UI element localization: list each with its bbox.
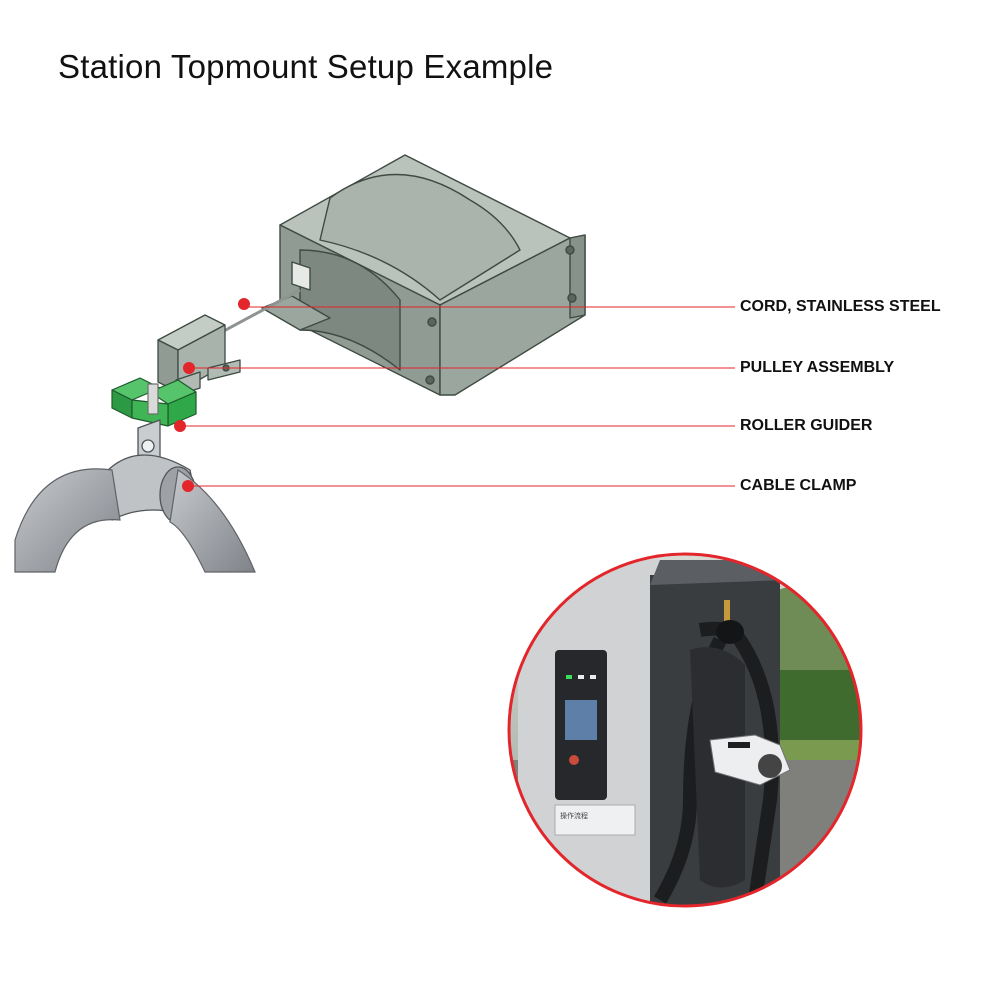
- clamp-marker-dot: [182, 480, 194, 492]
- photo-panel-text: 操作流程: [560, 811, 588, 820]
- pulley-marker-dot: [183, 362, 195, 374]
- charging-cable: [14, 468, 256, 573]
- pulley-assembly-label: PULLEY ASSEMBLY: [740, 359, 895, 376]
- roller-guider-label: ROLLER GUIDER: [740, 417, 873, 434]
- callout-leaders: [180, 306, 735, 487]
- cord-marker-dot: [238, 298, 250, 310]
- roller-guider: [111, 377, 197, 427]
- cable-clamp-label: CABLE CLAMP: [740, 477, 857, 494]
- photo-frame-ring: [507, 552, 863, 908]
- page-title: Station Topmount Setup Example: [58, 48, 554, 85]
- cable-retractor-box: [261, 154, 586, 396]
- station-photo: [509, 554, 861, 906]
- roller-marker-dot: [174, 420, 186, 432]
- cord-label: CORD, STAINLESS STEEL: [740, 298, 941, 315]
